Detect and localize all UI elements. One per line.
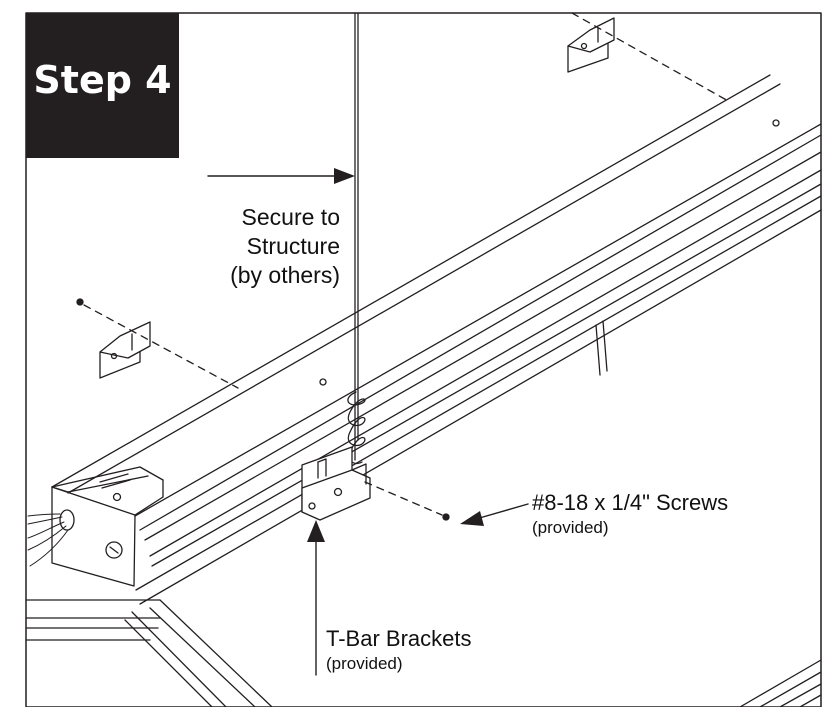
secure-callout: Secure to Structure (by others) bbox=[190, 203, 340, 290]
left-bracket bbox=[99, 321, 151, 379]
upper-bracket bbox=[567, 17, 615, 73]
screws-callout-title: #8-18 x 1/4" Screws bbox=[532, 490, 729, 515]
main-bracket bbox=[301, 446, 371, 521]
end-cap bbox=[51, 486, 136, 587]
ceiling-grid bbox=[25, 599, 822, 707]
dashed-lines bbox=[83, 12, 731, 516]
frame-border bbox=[25, 12, 822, 707]
screws-callout-note: (provided) bbox=[532, 518, 609, 537]
step-label: Step 4 bbox=[33, 58, 172, 102]
brackets-callout-title: T-Bar Brackets bbox=[326, 626, 472, 651]
step-badge bbox=[26, 13, 179, 158]
arrow-heads bbox=[307, 168, 484, 542]
brackets-callout-note: (provided) bbox=[326, 654, 403, 673]
fixture-body bbox=[51, 74, 822, 605]
arrows bbox=[207, 175, 529, 676]
suspension-wire bbox=[347, 12, 366, 465]
screws bbox=[76, 298, 450, 521]
secure-line-3: (by others) bbox=[230, 262, 340, 288]
secure-line-1: Secure to bbox=[241, 204, 340, 230]
wires bbox=[27, 513, 69, 567]
secure-line-2: Structure bbox=[246, 233, 340, 259]
